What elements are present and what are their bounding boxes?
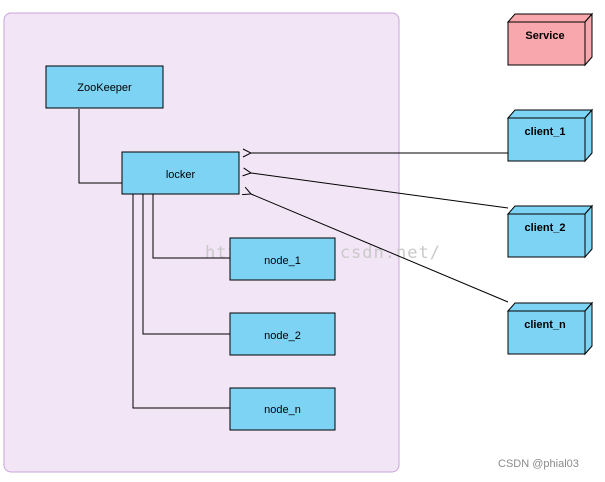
zookeeper-box: ZooKeeper [45,65,164,109]
credit-text: CSDN @phial03 [498,458,579,470]
connectors [78,109,509,409]
client-1-box: client_1 [506,108,594,163]
locker-box: locker [121,151,240,195]
zookeeper-label: ZooKeeper [77,82,132,94]
locker-node-1-connector [152,194,230,259]
locker-node-n-connector [132,194,230,409]
service-label: Service [525,30,564,42]
node-2-box: node_2 [229,312,336,356]
client-2-label: client_2 [525,222,566,234]
system-container [3,12,400,473]
node-1-box: node_1 [229,237,336,281]
client-n-label: client_n [524,319,566,331]
service-box: Service [506,12,594,67]
node-1-label: node_1 [264,255,301,267]
node-2-label: node_2 [264,330,301,342]
client-1-label: client_1 [525,126,566,138]
client-2-box: client_2 [506,204,594,259]
client-n-arrow [251,194,509,303]
node-n-label: node_n [264,404,301,416]
zookeeper-locker-connector [78,109,122,184]
node-n-box: node_n [229,387,336,431]
client-2-arrow [251,173,509,209]
client-n-box: client_n [506,301,594,356]
locker-node-2-connector [142,194,230,335]
locker-label: locker [166,169,196,181]
